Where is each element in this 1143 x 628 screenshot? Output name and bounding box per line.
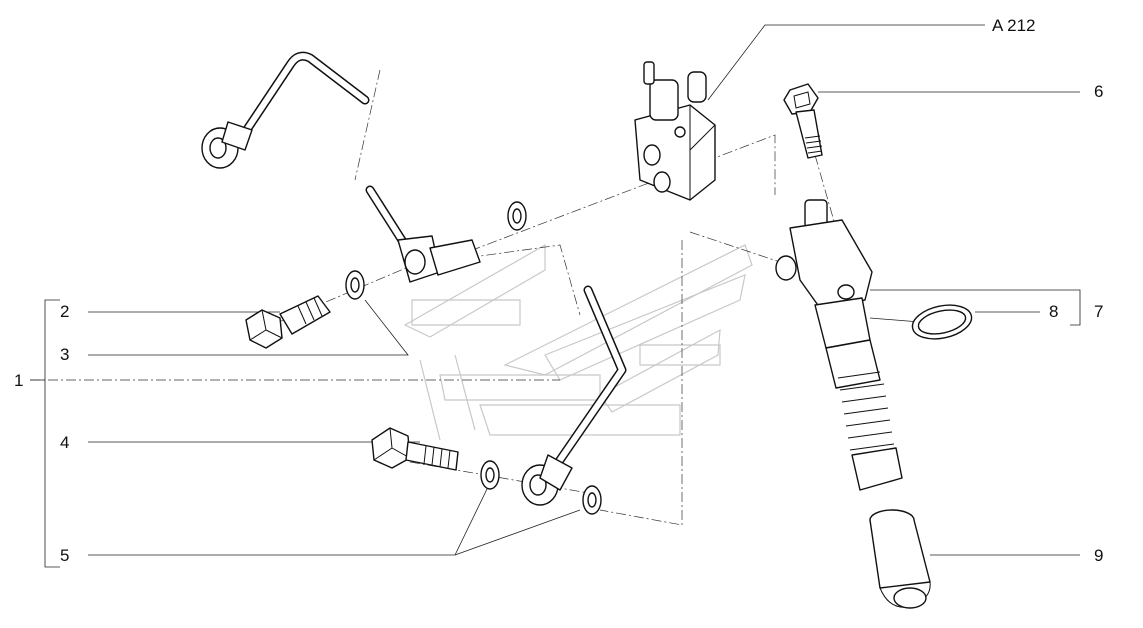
lower-banjo-pipe xyxy=(521,285,627,506)
callout-1: 1 xyxy=(14,371,24,390)
torx-screw xyxy=(783,83,823,159)
reference-label-a212: A 212 xyxy=(992,16,1036,35)
banjo-bolt-lower xyxy=(371,427,459,471)
callout-3: 3 xyxy=(60,345,70,364)
pump-element xyxy=(775,199,903,491)
callout-7: 7 xyxy=(1094,302,1104,321)
upper-banjo-pipe xyxy=(201,51,481,283)
assembly-bracket-1 xyxy=(30,299,60,568)
leader-lines xyxy=(88,24,1080,556)
o-ring xyxy=(911,304,973,340)
callout-9: 9 xyxy=(1094,546,1104,565)
sealing-washers xyxy=(345,201,602,515)
watermark-logo xyxy=(403,243,753,441)
callout-4: 4 xyxy=(60,433,70,452)
callout-6: 6 xyxy=(1094,82,1104,101)
callout-2: 2 xyxy=(60,302,70,321)
assembly-bracket-7 xyxy=(870,289,1081,326)
callout-8: 8 xyxy=(1049,302,1059,321)
banjo-bolt-upper xyxy=(245,295,331,349)
tappet xyxy=(869,509,931,609)
valve-block xyxy=(634,61,716,201)
callout-5: 5 xyxy=(60,546,70,565)
